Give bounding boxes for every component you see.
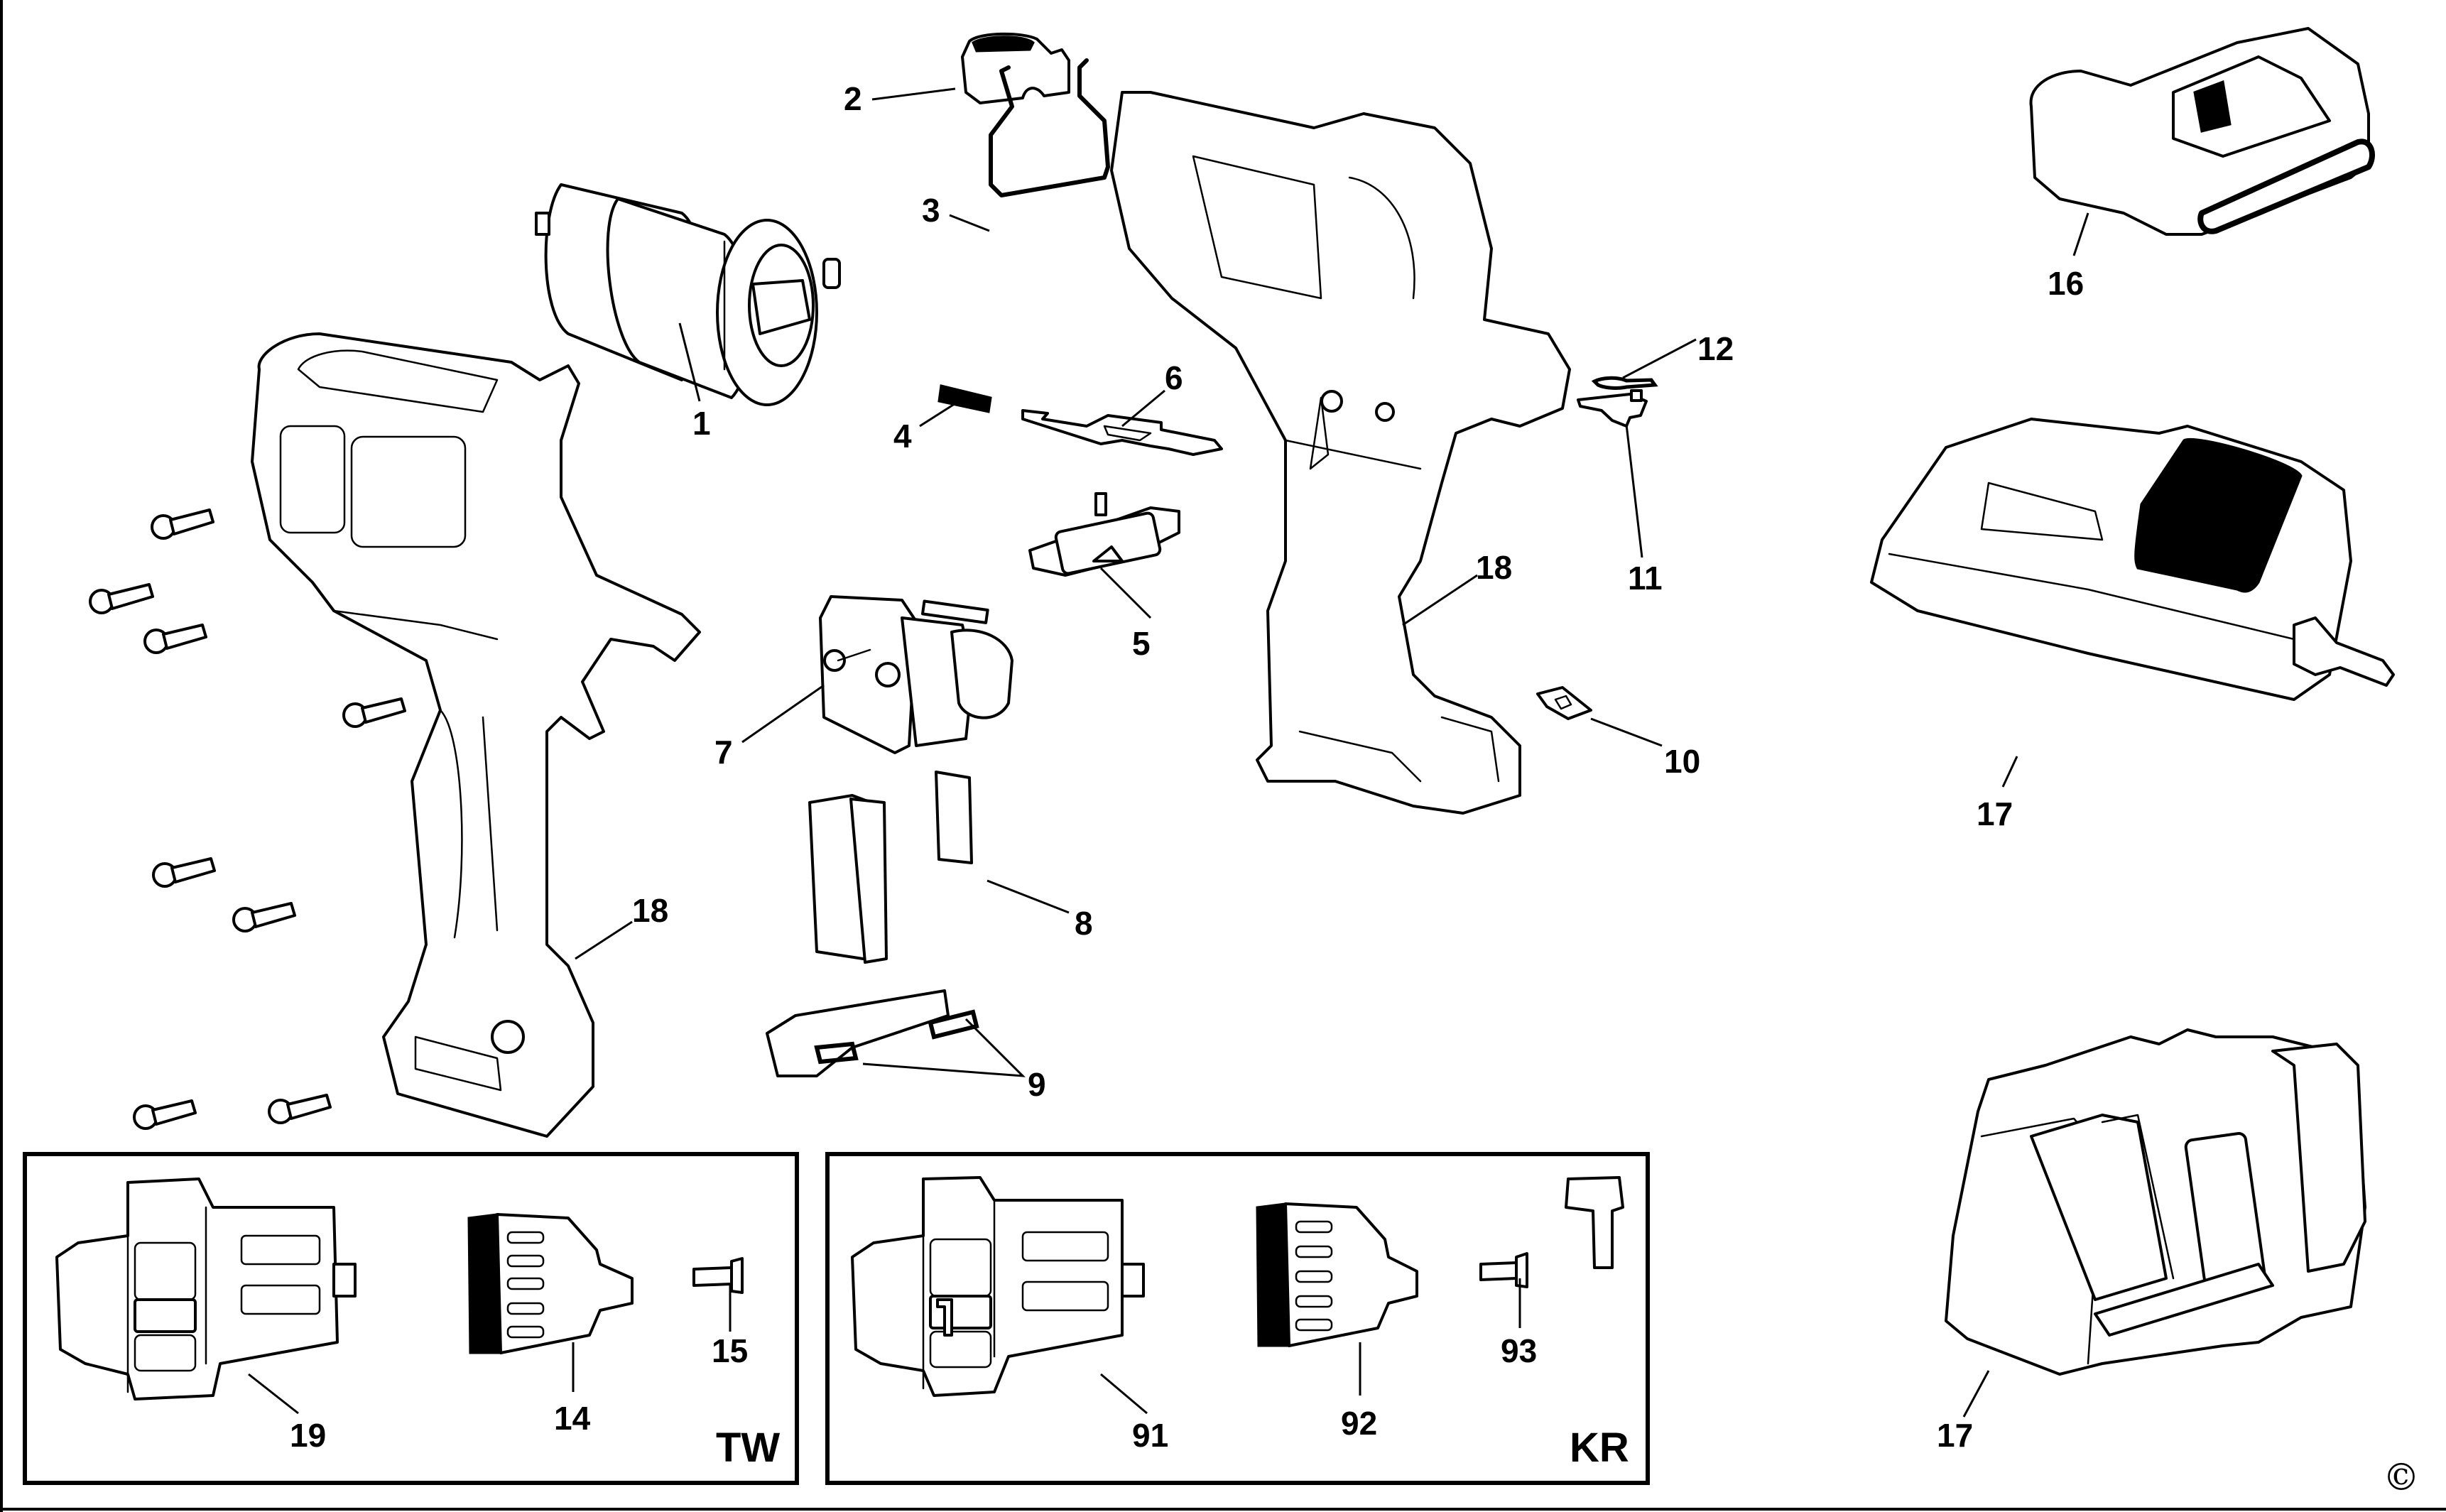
- terminal-block-part: [766, 794, 979, 1077]
- battery-pack-part: [2029, 27, 2375, 236]
- gearbox-kr-part: [851, 1176, 1145, 1397]
- leader-18a: [575, 920, 633, 960]
- callout-17-stand: 17: [1937, 1417, 1973, 1454]
- variant-tw-frame: [23, 1152, 799, 1485]
- callout-93: 93: [1501, 1332, 1537, 1369]
- slider-part: [1028, 492, 1180, 577]
- leader-6: [1121, 389, 1165, 428]
- chuck-kr-part: [1256, 1202, 1418, 1347]
- leader-18b: [1402, 574, 1478, 626]
- lock-plate-part: [1021, 409, 1223, 456]
- callout-5: 5: [1132, 625, 1151, 662]
- callout-17-charger: 17: [1977, 795, 2013, 832]
- callout-4: 4: [893, 418, 912, 455]
- leader-4: [919, 400, 960, 428]
- chuck-screw-tw-part: [692, 1257, 744, 1294]
- callout-12: 12: [1697, 330, 1734, 367]
- switch-part: [819, 595, 1013, 754]
- callout-14: 14: [554, 1400, 591, 1437]
- callout-18-left: 18: [632, 892, 668, 929]
- wire-clip-part: [989, 58, 1110, 197]
- callout-11: 11: [1628, 560, 1663, 597]
- latch-part: [1536, 686, 1592, 720]
- callout-16: 16: [2048, 265, 2084, 302]
- leader-19: [248, 1373, 299, 1415]
- charger-stand-part: [1945, 1028, 2366, 1376]
- charger-flat-part: [1870, 418, 2395, 701]
- chuck-key-kr-part: [1565, 1176, 1624, 1269]
- screw-icon: [342, 697, 406, 728]
- callout-9: 9: [1028, 1066, 1046, 1103]
- screw-icon: [268, 1094, 332, 1124]
- leader-5: [1099, 567, 1152, 619]
- leader-11: [1625, 424, 1643, 558]
- callout-labels: 1 2 3 4 5 6 7 8 9 10 11 12 16 17 17 18 1…: [290, 80, 2420, 1499]
- leader-16: [2072, 212, 2089, 256]
- leader-17a: [2001, 756, 2018, 788]
- callout-10: 10: [1664, 743, 1700, 780]
- callout-7: 7: [714, 734, 733, 771]
- torsion-spring-part: [1591, 376, 1658, 390]
- callout-15: 15: [712, 1332, 748, 1369]
- button-cap-part: [961, 32, 1070, 104]
- callout-3: 3: [922, 192, 940, 229]
- bit-clip-part: [1577, 389, 1648, 428]
- leader-2: [871, 87, 956, 101]
- variant-kr-frame: [825, 1152, 1650, 1485]
- screw-icon: [133, 1099, 197, 1130]
- leader-10: [1590, 717, 1663, 747]
- callout-8: 8: [1075, 905, 1093, 942]
- leader-lines: [248, 87, 2089, 1418]
- screw-icon: [232, 902, 296, 932]
- leader-9: [862, 1018, 1026, 1077]
- screw-icon: [89, 583, 154, 614]
- leader-12: [1622, 338, 1697, 379]
- leader-17b: [1962, 1370, 1990, 1418]
- leader-8: [986, 879, 1070, 914]
- copyright-icon: ©: [2383, 1457, 2420, 1499]
- callout-1: 1: [692, 405, 711, 442]
- insulation-pad-part: [935, 771, 973, 864]
- callout-91: 91: [1132, 1417, 1168, 1454]
- screw-icon: [151, 508, 214, 540]
- callout-2: 2: [844, 80, 862, 117]
- chuck-tw-part: [467, 1213, 634, 1354]
- variant-kr-label: KR: [1570, 1425, 1629, 1471]
- leader-7: [741, 684, 825, 744]
- gearbox-tw-part: [55, 1177, 357, 1400]
- leader-1: [678, 322, 701, 402]
- callout-19: 19: [290, 1417, 326, 1454]
- leader-91: [1100, 1373, 1148, 1415]
- screw-icon: [152, 857, 216, 888]
- variant-tw-label: TW: [716, 1425, 780, 1471]
- screws-group: [89, 508, 406, 1130]
- callout-6: 6: [1165, 359, 1183, 396]
- callout-92: 92: [1341, 1405, 1377, 1442]
- screw-icon: [143, 624, 207, 654]
- motor-part: [535, 183, 841, 406]
- callout-18-right: 18: [1476, 549, 1512, 586]
- housing-right-part: [1110, 91, 1571, 815]
- spring-part: [937, 384, 992, 413]
- housing-left-part: [251, 332, 701, 1138]
